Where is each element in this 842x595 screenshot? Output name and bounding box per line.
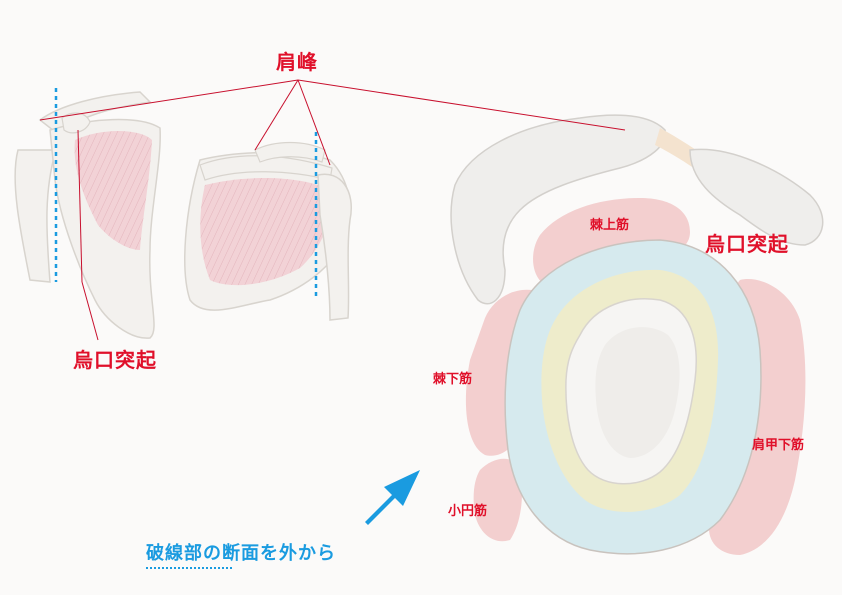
label-infraspinatus: 棘下筋 [433,372,473,387]
arrow-up-right-icon [365,470,420,525]
humerus-left [14,149,58,283]
cross-section [450,114,824,555]
acromion-mid [254,141,326,163]
teres-minor-muscle [473,458,522,542]
leader-lines [39,79,626,341]
humeral-head-inner [595,327,680,458]
label-teres-minor: 小円筋 [448,504,488,519]
coracoid-section [689,148,824,246]
scapula-posterior-view [184,141,352,321]
label-acromion: 肩峰 [276,50,318,74]
humerus-mid [317,173,352,321]
label-subscapularis: 肩甲下筋 [752,438,805,453]
caption: 破線部の断面を外から [146,543,336,564]
scapula-anterior-view [14,91,161,339]
label-supraspinatus: 棘上筋 [590,218,630,233]
caption-underline [146,567,232,569]
coracoid-process-left [61,112,91,134]
acromion-section [450,114,666,305]
label-coracoid-right: 烏口突起 [705,232,789,256]
label-coracoid-left: 烏口突起 [73,348,157,372]
